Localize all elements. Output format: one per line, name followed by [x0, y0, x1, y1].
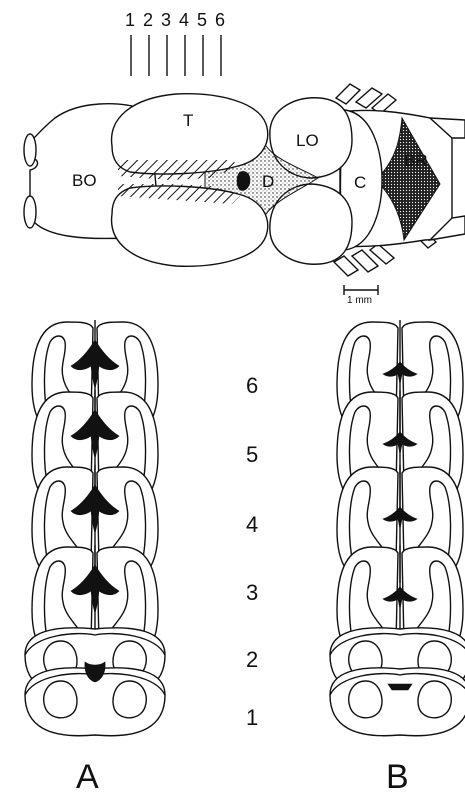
level-number-6: 6 [246, 373, 258, 398]
section-number-1: 1 [125, 10, 135, 30]
section-stack-a [25, 320, 165, 736]
label-c: C [354, 173, 366, 192]
level-number-1: 1 [246, 705, 258, 730]
scale-bar: 1 mm [344, 285, 378, 306]
panel-label-b: B [386, 758, 409, 794]
panel-label-a: A [76, 758, 99, 794]
section-number-5: 5 [197, 10, 207, 30]
label-lo: LO [296, 131, 319, 150]
label-t: T [183, 111, 193, 130]
section-lines [131, 35, 221, 76]
section-number-2: 2 [143, 10, 153, 30]
section-number-6: 6 [215, 10, 225, 30]
level-numbers: 6 5 4 3 2 1 [246, 373, 258, 730]
label-br: BR [404, 151, 428, 170]
label-bo: BO [72, 171, 97, 190]
section-number-3: 3 [161, 10, 171, 30]
level-number-5: 5 [246, 442, 258, 467]
dorsal-view: 1 2 3 4 5 6 [24, 10, 465, 306]
section-numbers: 1 2 3 4 5 6 [125, 10, 225, 30]
level-number-4: 4 [246, 512, 258, 537]
section-number-4: 4 [179, 10, 189, 30]
scale-bar-label: 1 mm [347, 295, 372, 306]
section-stack-b [330, 320, 465, 736]
level-number-3: 3 [246, 580, 258, 605]
level-number-2: 2 [246, 647, 258, 672]
label-d: D [262, 172, 274, 191]
